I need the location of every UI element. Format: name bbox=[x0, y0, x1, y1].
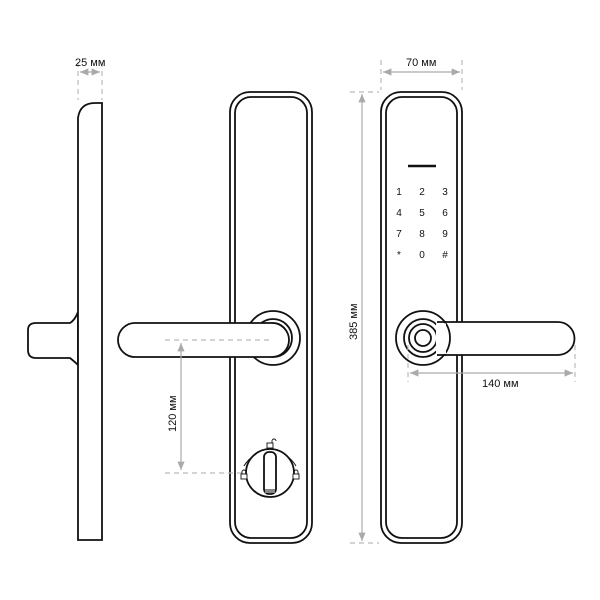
keypad-key: 8 bbox=[419, 229, 425, 240]
keypad-key: # bbox=[442, 250, 448, 261]
keypad-key: 6 bbox=[442, 208, 448, 219]
handle-length-label: 140 мм bbox=[482, 378, 519, 390]
keypad-key: * bbox=[397, 250, 401, 261]
keypad-key: 2 bbox=[419, 187, 425, 198]
lock-closed-icon bbox=[292, 469, 300, 480]
width-label: 70 мм bbox=[406, 57, 436, 69]
back-view: 120 мм bbox=[117, 91, 313, 544]
lock-closed-icon bbox=[240, 469, 248, 480]
thumbturn bbox=[240, 438, 300, 498]
height-label: 385 мм bbox=[348, 303, 360, 340]
depth-label: 25 мм bbox=[75, 57, 105, 69]
fingerprint-sensor bbox=[414, 329, 432, 347]
keypad: 1 2 3 4 5 6 7 8 9 * 0 # bbox=[396, 187, 448, 261]
keypad-key: 1 bbox=[396, 187, 402, 198]
keypad-key: 7 bbox=[396, 229, 402, 240]
front-view: 1 2 3 4 5 6 7 8 9 * 0 # 140 мм 70 мм 385 мм bbox=[348, 57, 576, 544]
front-handle bbox=[424, 321, 576, 356]
keypad-key: 4 bbox=[396, 208, 402, 219]
keypad-key: 0 bbox=[419, 250, 425, 261]
side-view: 25 мм bbox=[27, 57, 105, 541]
keypad-key: 3 bbox=[442, 187, 448, 198]
keypad-key: 5 bbox=[419, 208, 425, 219]
handle-to-thumbturn-label: 120 мм bbox=[167, 395, 179, 432]
lock-open-icon bbox=[266, 438, 277, 449]
side-plate bbox=[77, 102, 103, 541]
side-handle bbox=[27, 311, 79, 368]
keypad-key: 9 bbox=[442, 229, 448, 240]
